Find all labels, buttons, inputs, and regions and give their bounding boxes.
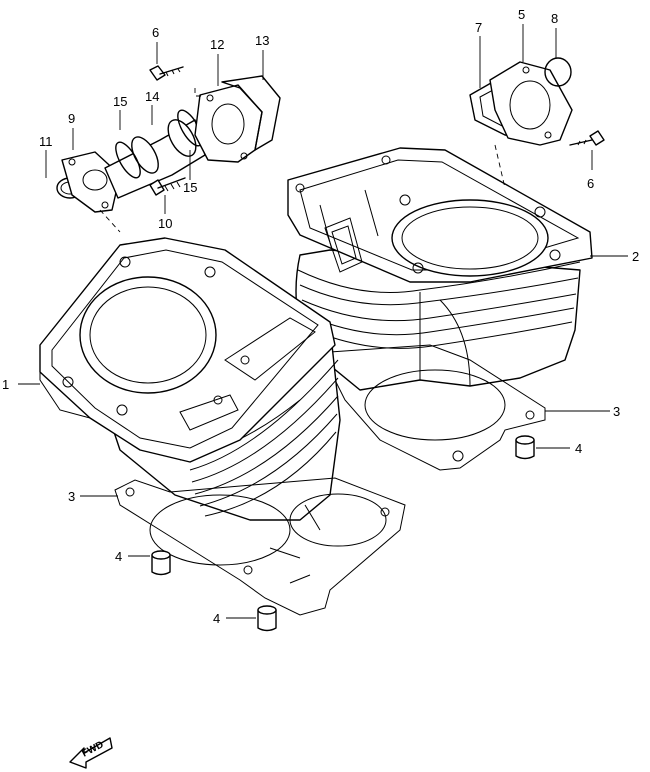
callout-8: 8 [551, 11, 558, 26]
callout-7: 7 [475, 20, 482, 35]
front-base-gasket[interactable] [114, 477, 406, 616]
dowel-pin[interactable] [257, 605, 277, 632]
dowel-pin[interactable] [515, 435, 535, 460]
callout-4: 4 [213, 611, 220, 626]
callout-14: 14 [145, 89, 159, 104]
callout-15: 15 [183, 180, 197, 195]
flange-12[interactable] [194, 84, 263, 163]
intake-pipe-14[interactable] [104, 115, 206, 199]
callout-6: 6 [587, 176, 594, 191]
callout-4: 4 [115, 549, 122, 564]
assembly-line [494, 144, 506, 189]
callout-9: 9 [68, 111, 75, 126]
fwd-label: FWD [80, 739, 105, 759]
callout-2: 2 [632, 249, 639, 264]
callout-6: 6 [152, 25, 159, 40]
callout-10: 10 [158, 216, 172, 231]
leader-lines [18, 24, 628, 619]
o-ring-13[interactable] [221, 75, 281, 151]
flange-5[interactable] [489, 61, 573, 146]
callout-13: 13 [255, 33, 269, 48]
callout-12: 12 [210, 37, 224, 52]
hose-clamp-15[interactable] [111, 139, 145, 182]
rear-cylinder[interactable] [287, 147, 593, 391]
callout-11: 11 [39, 134, 53, 149]
callout-3: 3 [613, 404, 620, 419]
callout-3: 3 [68, 489, 75, 504]
callout-5: 5 [518, 7, 525, 22]
fwd-arrow: FWD [69, 737, 113, 769]
assembly-line [99, 209, 121, 233]
rear-base-gasket[interactable] [329, 344, 546, 471]
callout-15: 15 [113, 94, 127, 109]
dowel-pin[interactable] [151, 550, 171, 576]
callout-1: 1 [2, 377, 9, 392]
o-ring-8[interactable] [544, 57, 572, 87]
bolt-6[interactable] [569, 130, 605, 146]
assembly-line [194, 88, 205, 97]
callout-4: 4 [575, 441, 582, 456]
bolt-6[interactable] [149, 65, 184, 81]
front-cylinder[interactable] [39, 237, 341, 521]
bolt-10[interactable] [149, 177, 186, 196]
